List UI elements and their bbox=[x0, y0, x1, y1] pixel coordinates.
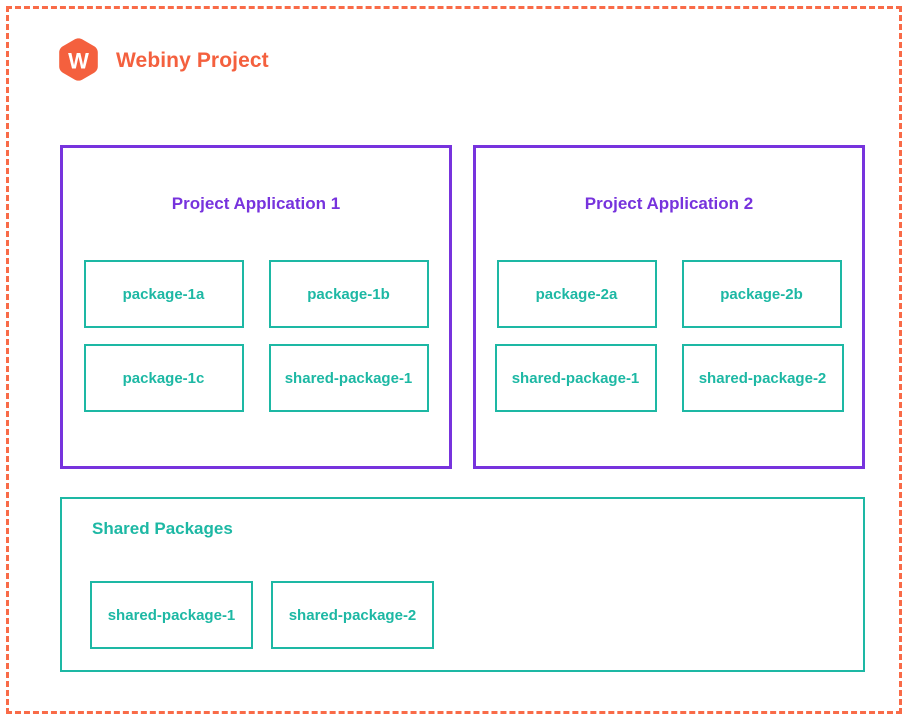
project-application-2-title: Project Application 2 bbox=[584, 194, 754, 213]
project-header: W Webiny Project bbox=[55, 37, 269, 84]
project-application-1-package-grid: package-1a package-1b package-1c shared-… bbox=[63, 260, 449, 412]
page-title: Webiny Project bbox=[116, 48, 269, 72]
shared-packages-title: Shared Packages bbox=[92, 519, 233, 538]
package-box: shared-package-1 bbox=[494, 344, 657, 412]
package-box: shared-package-1 bbox=[268, 344, 429, 412]
package-box: shared-package-2 bbox=[681, 344, 844, 412]
package-box: package-2a bbox=[496, 260, 657, 328]
package-box: package-1a bbox=[83, 260, 244, 328]
project-application-2-package-grid: package-2a package-2b shared-package-1 s… bbox=[476, 260, 862, 412]
project-application-2-container: Project Application 2 package-2a package… bbox=[473, 145, 865, 469]
svg-text:W: W bbox=[68, 49, 89, 74]
project-application-1-title: Project Application 1 bbox=[171, 194, 341, 213]
package-box: package-1b bbox=[268, 260, 429, 328]
shared-packages-container: Shared Packages shared-package-1 shared-… bbox=[60, 497, 865, 672]
shared-packages-grid: shared-package-1 shared-package-2 bbox=[90, 581, 434, 649]
package-box: shared-package-2 bbox=[271, 581, 434, 649]
project-boundary: W Webiny Project Project Application 1 p… bbox=[6, 6, 902, 714]
package-box: package-2b bbox=[681, 260, 842, 328]
package-box: shared-package-1 bbox=[90, 581, 253, 649]
package-box: package-1c bbox=[83, 344, 244, 412]
project-application-1-container: Project Application 1 package-1a package… bbox=[60, 145, 452, 469]
webiny-hexagon-logo-icon: W bbox=[55, 37, 102, 84]
